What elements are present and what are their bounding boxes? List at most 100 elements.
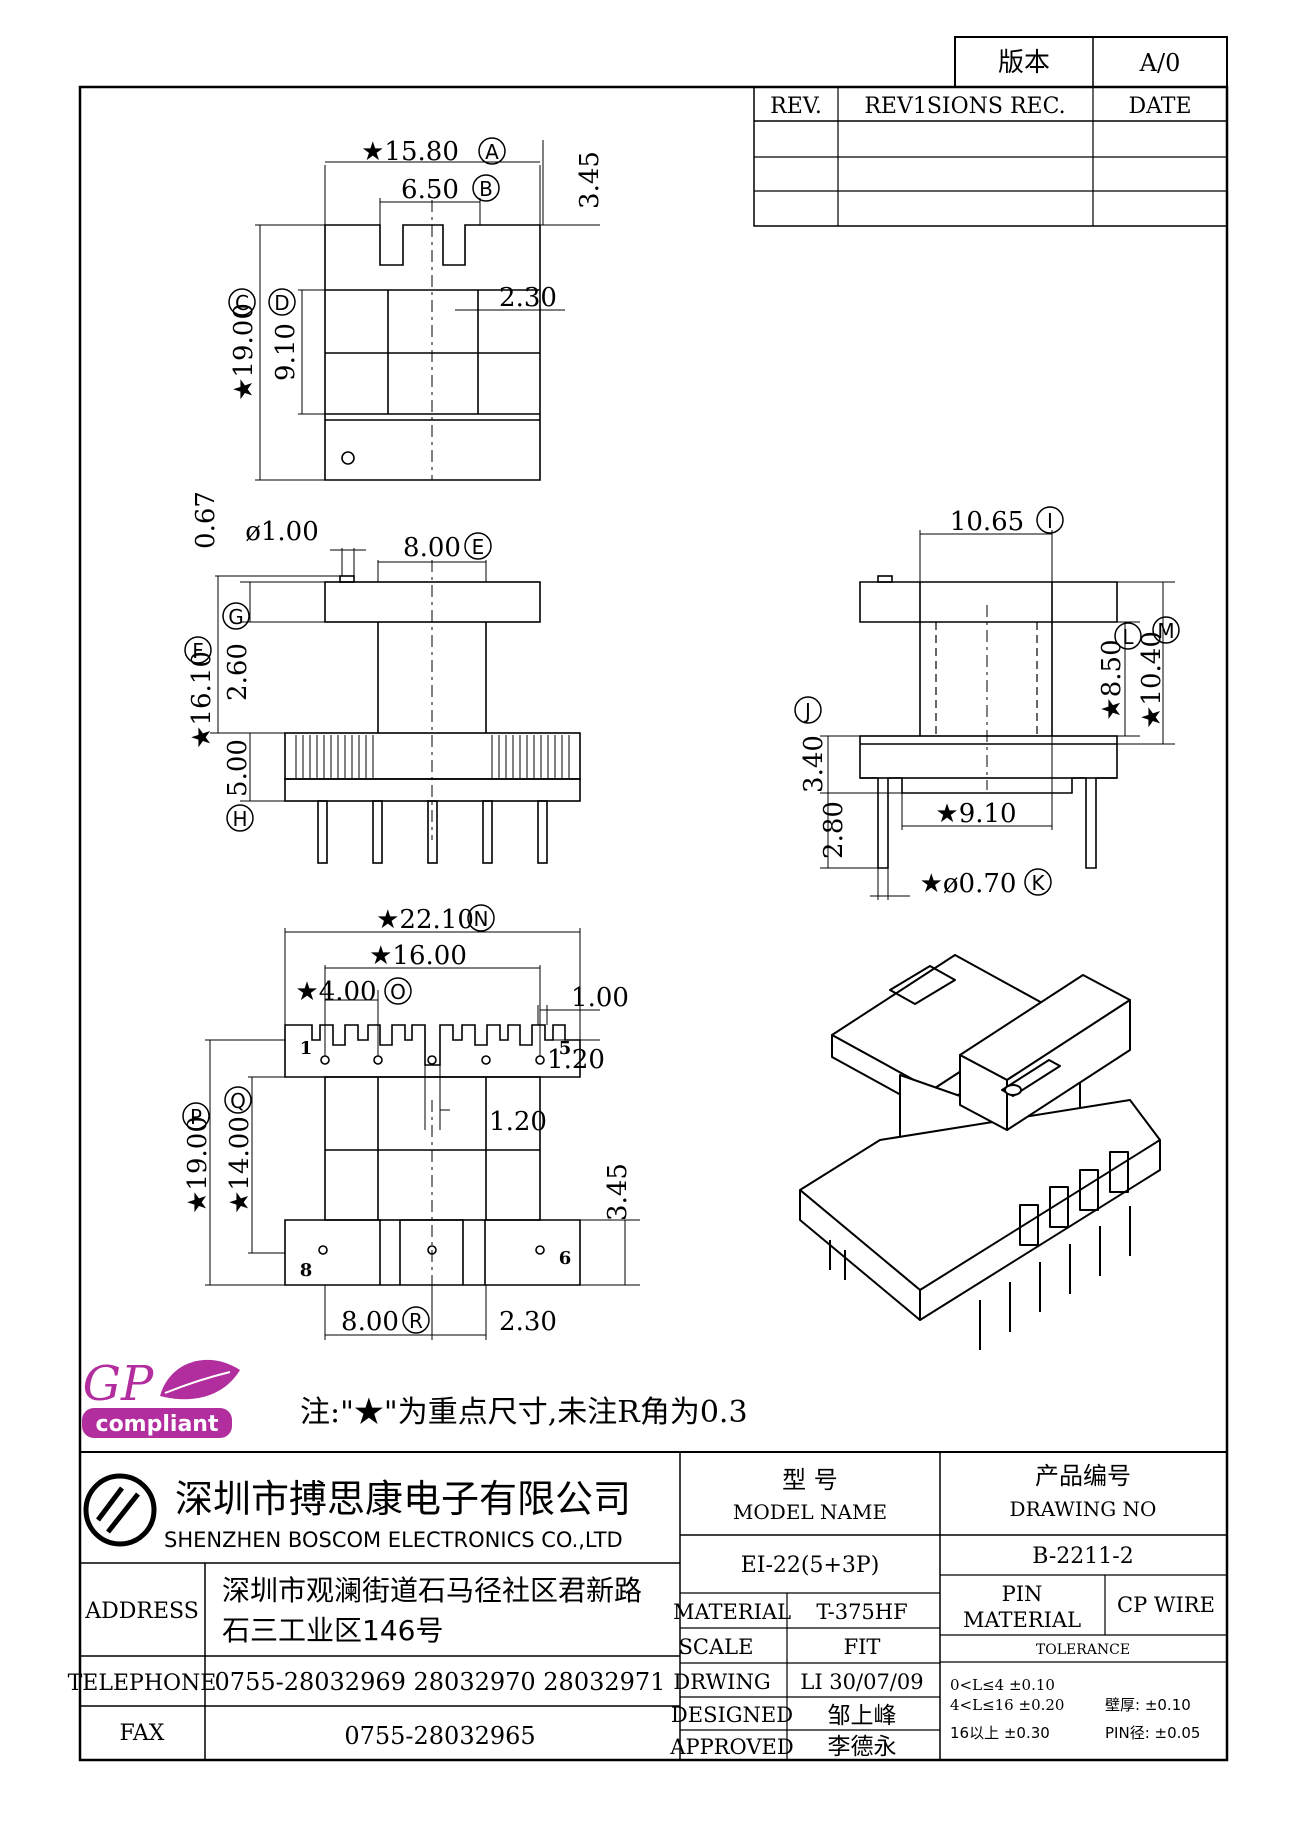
- dim-bottom-pitch: ★4.00: [295, 977, 376, 1007]
- dim-front-core-width: 8.00: [403, 533, 461, 563]
- date-header: DATE: [1128, 94, 1191, 119]
- dim-side-height: ★10.40: [1137, 631, 1167, 729]
- dim-top-width: ★15.80: [361, 137, 459, 167]
- company-name-cn: 深圳市搏思康电子有限公司: [175, 1477, 631, 1521]
- drawing-border: [78, 85, 1229, 1762]
- dim-front-total-height: ★16.10: [187, 651, 217, 749]
- tag-c: C: [235, 291, 249, 315]
- top-view: [255, 140, 600, 481]
- tag-n: N: [474, 907, 489, 931]
- bottom-view: [205, 928, 640, 1340]
- rev-header: REV.: [770, 94, 822, 119]
- dim-bottom-core: 8.00: [341, 1307, 399, 1337]
- fax-label: FAX: [120, 1721, 165, 1746]
- front-view-labels: 0.67 ø1.00 8.00 E ★16.10 F 2.60 G 5.00 H: [184, 491, 492, 832]
- dim-top-core: 9.10: [271, 323, 301, 381]
- bottom-view-labels: ★22.10 N ★16.00 ★4.00 O 1.00 1.20 1.20 ★…: [182, 904, 633, 1337]
- dim-top-slot: 6.50: [401, 175, 459, 205]
- spec-drwing-value: LI 30/07/09: [800, 1670, 923, 1694]
- address-label: ADDRESS: [84, 1599, 199, 1624]
- spec-drwing-label: DRWING: [673, 1670, 770, 1694]
- version-value: A/0: [1139, 49, 1181, 77]
- front-view: [210, 548, 581, 864]
- dim-bottom-inner: ★14.00: [225, 1116, 255, 1214]
- pin-material-label1: PIN: [1002, 1582, 1043, 1606]
- dim-bottom-length: ★22.10: [376, 905, 474, 935]
- version-box: 版本 A/0: [954, 36, 1228, 88]
- spec-material-value: T-375HF: [816, 1600, 907, 1624]
- model-value: EI-22(5+3P): [741, 1553, 880, 1578]
- tag-a: A: [485, 140, 499, 164]
- spec-designed-label: DESIGNED: [671, 1703, 793, 1727]
- spec-approved-label: APPROVED: [669, 1735, 793, 1759]
- dim-front-flange-gap: 2.60: [223, 643, 253, 701]
- tag-r: R: [409, 1309, 423, 1333]
- dim-front-pin-step: 0.67: [191, 491, 221, 549]
- address-line2: 石三工业区146号: [222, 1614, 443, 1647]
- dim-top-offset: 2.30: [499, 283, 557, 313]
- dim-top-height: ★19.00: [229, 303, 259, 401]
- dim-bottom-flange: 3.45: [603, 1163, 633, 1221]
- version-label: 版本: [998, 48, 1050, 78]
- dim-bottom-slot-d2: 1.20: [489, 1107, 547, 1137]
- spec-scale-value: FIT: [844, 1635, 881, 1659]
- tag-h: H: [232, 807, 247, 831]
- address-line1: 深圳市观澜街道石马径社区君新路: [222, 1574, 642, 1607]
- telephone-label: TELEPHONE: [68, 1671, 217, 1696]
- tolerance-pin: PIN径: ±0.05: [1105, 1724, 1200, 1742]
- dim-side-width: 10.65: [950, 507, 1024, 537]
- tag-m: M: [1157, 619, 1174, 643]
- pin-label-5: 5: [559, 1038, 572, 1059]
- dim-front-base: 5.00: [223, 739, 253, 797]
- pin-label-8: 8: [300, 1260, 313, 1281]
- tag-q: Q: [230, 1089, 246, 1113]
- pin-label-1: 1: [300, 1038, 313, 1059]
- spec-scale-label: SCALE: [679, 1635, 754, 1659]
- model-label-en: MODEL NAME: [733, 1500, 887, 1524]
- tolerance-row2: 4<L≤16 ±0.20: [950, 1696, 1064, 1714]
- dim-bottom-slot-w: 1.00: [571, 983, 629, 1013]
- spec-material-label: MATERIAL: [673, 1600, 791, 1624]
- gp-compliant-logo: GP compliant: [82, 1356, 240, 1438]
- dim-top-flange: 3.45: [575, 151, 605, 209]
- drawing-note: 注:"★"为重点尺寸,未注R角为0.3: [300, 1395, 748, 1430]
- pin-material-value: CP WIRE: [1117, 1593, 1215, 1617]
- tag-b: B: [479, 177, 493, 201]
- company-name-en: SHENZHEN BOSCOM ELECTRONICS CO.,LTD: [164, 1528, 623, 1552]
- dim-bottom-width: ★19.00: [183, 1116, 213, 1214]
- spec-designed-value: 邹上峰: [828, 1703, 897, 1729]
- side-view: [820, 530, 1175, 900]
- isometric-view: [799, 954, 1161, 1350]
- fax-value: 0755-28032965: [344, 1722, 535, 1750]
- tag-g: G: [228, 605, 244, 629]
- tag-k: K: [1031, 871, 1045, 895]
- dim-bottom-pin-span: ★16.00: [369, 941, 467, 971]
- tag-i: I: [1047, 509, 1053, 533]
- drawing-no-value: B-2211-2: [1032, 1544, 1133, 1569]
- pin-material-label2: MATERIAL: [963, 1608, 1081, 1632]
- dim-side-winding: ★8.50: [1097, 639, 1127, 720]
- tag-f: F: [192, 639, 204, 663]
- side-view-labels: 10.65 I ★8.50 L ★10.40 M 3.40 J 2.80 ★9.…: [794, 506, 1180, 899]
- tag-o: O: [390, 980, 406, 1004]
- tolerance-wall: 壁厚: ±0.10: [1105, 1696, 1191, 1714]
- spec-approved-value: 李德永: [828, 1734, 897, 1760]
- dim-side-pin-dia: ★ø0.70: [920, 869, 1017, 899]
- title-block: [80, 1451, 1227, 1760]
- gp-logo-letters: GP: [83, 1356, 154, 1412]
- dim-bottom-slot-d: 1.20: [547, 1045, 605, 1075]
- tag-l: L: [1122, 625, 1134, 649]
- tag-j: J: [803, 699, 811, 723]
- tolerance-row3: 16以上 ±0.30: [950, 1724, 1050, 1742]
- drawing-no-label-cn: 产品编号: [1035, 1462, 1131, 1490]
- boscom-logo-icon: [83, 1473, 157, 1547]
- top-view-labels: ★15.80 A 6.50 B 3.45 2.30 ★19.00 C 9.10 …: [228, 137, 605, 401]
- gp-logo-word: compliant: [96, 1412, 219, 1437]
- pin-label-6: 6: [559, 1248, 572, 1269]
- tag-d: D: [274, 291, 289, 315]
- dim-front-pin-dia: ø1.00: [245, 517, 319, 547]
- tag-e: E: [472, 535, 485, 559]
- revisions-header: REV1SIONS REC.: [864, 94, 1065, 119]
- tolerance-title: TOLERANCE: [1036, 1642, 1130, 1658]
